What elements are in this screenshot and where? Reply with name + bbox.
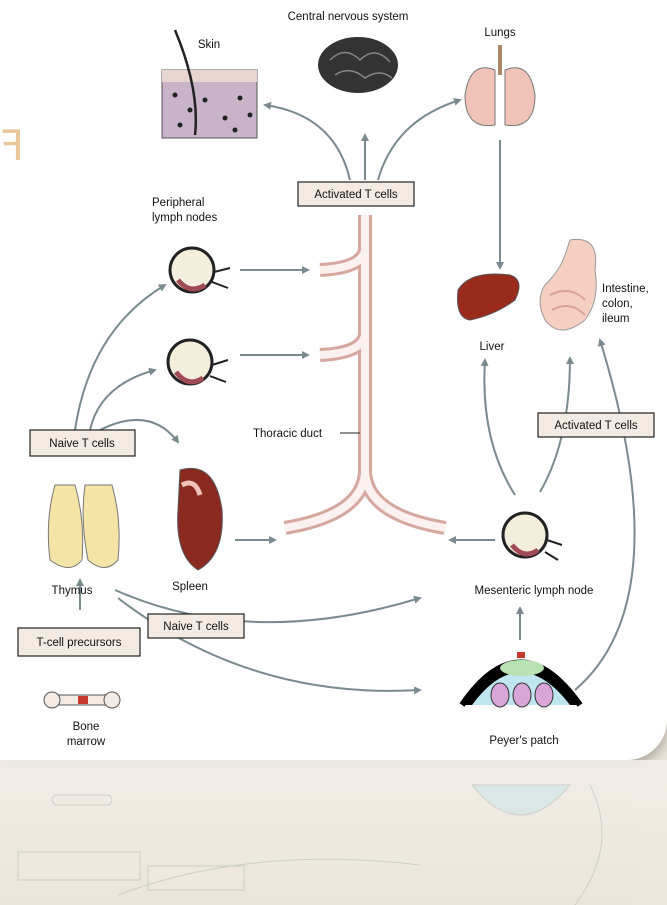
bone-illustration [44,692,120,708]
mesenteric-node-illustration [503,513,562,560]
label-intestine-2: colon, [602,298,633,310]
svg-text:Naive T cells: Naive T cells [163,621,229,633]
label-bone-2: marrow [67,736,106,748]
decorative-glyph: ꟻ [0,124,24,170]
svg-text:Naive T cells: Naive T cells [49,438,115,450]
lymph-node-2 [168,340,228,384]
reflection-graphic [0,760,667,905]
box-activated-top: Activated T cells [298,182,414,206]
box-activated-right: Activated T cells [538,413,654,437]
lymph-node-1 [170,248,230,292]
label-spleen: Spleen [172,581,208,593]
label-lungs: Lungs [484,27,516,39]
thymus-illustration [48,485,119,568]
label-skin: Skin [198,39,220,51]
label-intestine-3: ileum [602,313,629,325]
brain-illustration [318,37,398,93]
spleen-illustration [178,468,223,570]
peyers-patch-illustration [462,652,580,707]
mirror-reflection [0,760,667,905]
label-peripheral-2: lymph nodes [152,212,217,224]
label-liver: Liver [480,341,505,353]
t-cell-circulation-diagram: ꟻ [0,0,667,760]
box-naive-left: Naive T cells [30,430,135,456]
label-bone-1: Bone [73,721,100,733]
svg-text:Activated T cells: Activated T cells [314,189,398,201]
label-thoracic-duct: Thoracic duct [253,428,323,440]
label-intestine-1: Intestine, [602,283,649,295]
box-naive-bottom: Naive T cells [148,614,244,638]
diagram-card: ꟻ [0,0,667,760]
label-peripheral-1: Peripheral [152,197,204,209]
label-thymus: Thymus [52,585,93,597]
svg-text:Activated T cells: Activated T cells [554,420,638,432]
label-mesenteric: Mesenteric lymph node [475,585,594,597]
svg-text:T-cell precursors: T-cell precursors [37,637,122,649]
label-cns: Central nervous system [288,11,409,23]
lungs-illustration [465,45,535,126]
intestine-illustration [540,239,596,330]
box-precursors: T-cell precursors [18,628,140,656]
liver-illustration [458,274,520,320]
thoracic-duct [285,215,445,528]
label-peyers: Peyer's patch [489,735,558,747]
